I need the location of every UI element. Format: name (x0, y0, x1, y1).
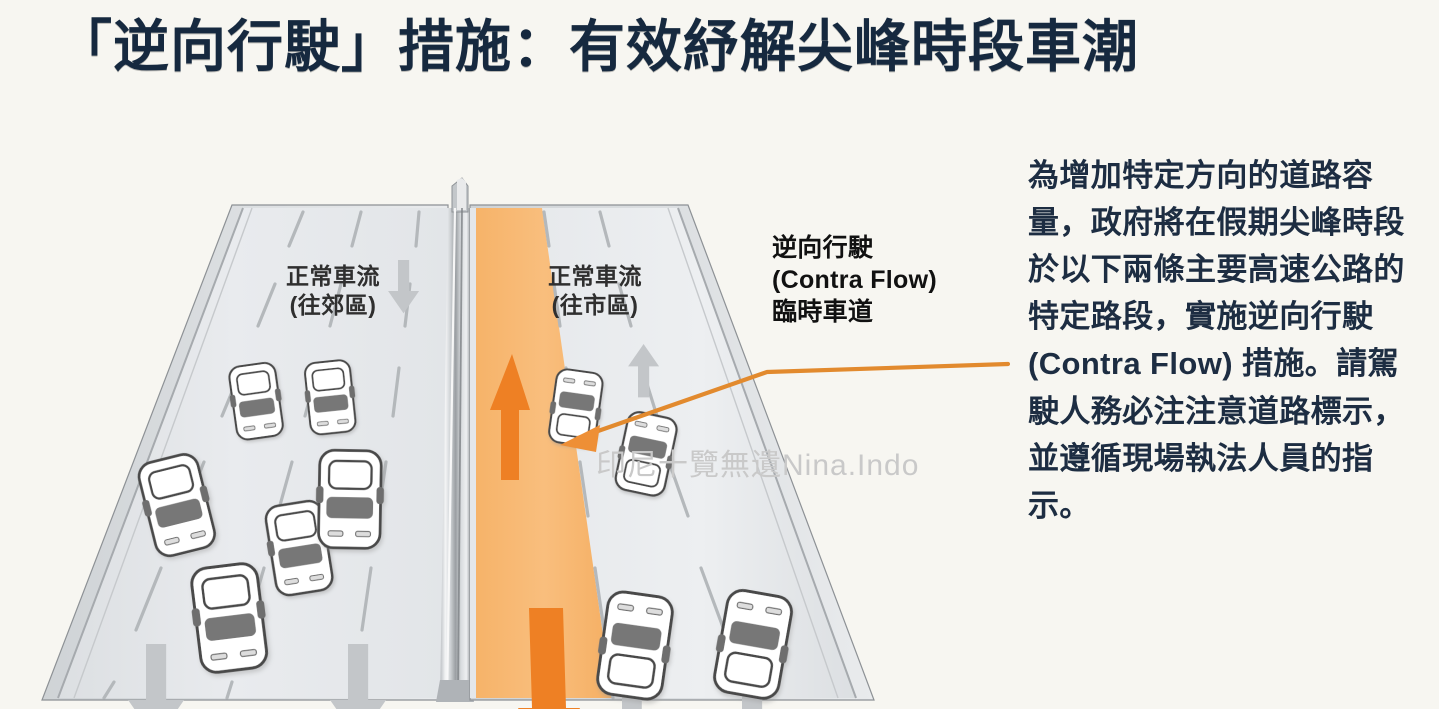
left-carriageway (41, 204, 449, 709)
contra-arrow-down-icon (518, 608, 580, 709)
label-normal-flow-suburb: 正常車流 (往郊區) (286, 263, 380, 318)
car-group-left (137, 359, 384, 674)
right-carriageway (469, 204, 875, 709)
highway-diagram: 正常車流 (往郊區) 正常車流 (往市區) (0, 120, 1010, 709)
callout-leader-line (560, 361, 1010, 452)
car-group-right (548, 368, 793, 701)
road-illustration (41, 177, 1010, 709)
center-median-barrier (436, 177, 474, 702)
contra-flow-callout-label: 逆向行駛 (Contra Flow) 臨時車道 (772, 234, 937, 326)
description-paragraph: 為增加特定方向的道路容量，政府將在假期尖峰時段於以下兩條主要高速公路的特定路段，… (1028, 158, 1405, 523)
contra-flow-lane (476, 208, 612, 709)
page-title: 「逆向行駛」措施：有效紓解尖峰時段車潮 (56, 15, 1139, 78)
traffic-arrow-down (128, 260, 420, 709)
contra-arrow-up-icon (490, 354, 530, 480)
label-normal-flow-city: 正常車流 (往市區) (548, 263, 642, 318)
